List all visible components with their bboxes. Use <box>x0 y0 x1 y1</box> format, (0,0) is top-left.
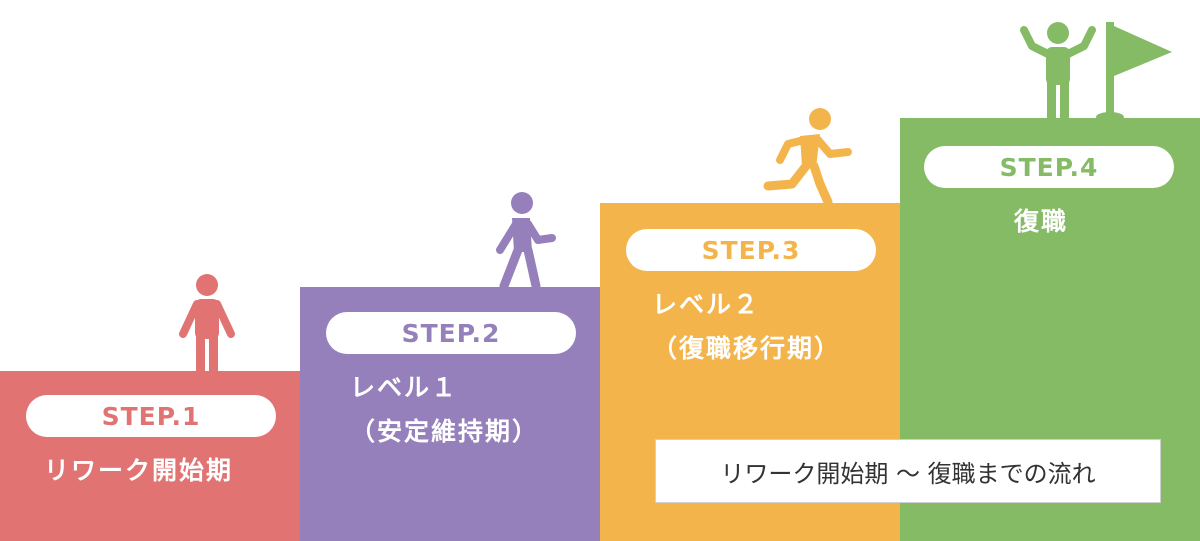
step-3-label-line-2: （復職移行期） <box>652 334 842 363</box>
step-4-label-line-1: 復職 <box>1014 207 1069 236</box>
cheering-person-icon <box>1020 22 1096 118</box>
step-3-label-line-1: レベル２ <box>652 290 761 319</box>
caption-box: リワーク開始期 〜 復職までの流れ <box>655 439 1161 503</box>
caption-text: リワーク開始期 〜 復職までの流れ <box>720 459 1096 488</box>
step-2-label-line-2: （安定維持期） <box>350 417 540 446</box>
standing-person-icon <box>179 274 235 372</box>
step-2-badge: STEP.2 <box>326 312 576 354</box>
step-1-label: リワーク開始期 <box>44 449 233 493</box>
walking-person-icon <box>496 192 556 291</box>
running-person-icon <box>763 108 852 207</box>
step-1-badge: STEP.1 <box>26 395 276 437</box>
step-4-label: 復職 <box>1014 200 1068 244</box>
goal-flag-icon <box>1096 22 1172 122</box>
step-3-label: レベル２ （復職移行期） <box>652 283 841 371</box>
step-2-label: レベル１ （安定維持期） <box>350 366 539 454</box>
step-1-label-line-1: リワーク開始期 <box>44 456 234 485</box>
step-4-badge: STEP.4 <box>924 146 1174 188</box>
step-2-label-line-1: レベル１ <box>350 373 459 402</box>
step-3-badge: STEP.3 <box>626 229 876 271</box>
